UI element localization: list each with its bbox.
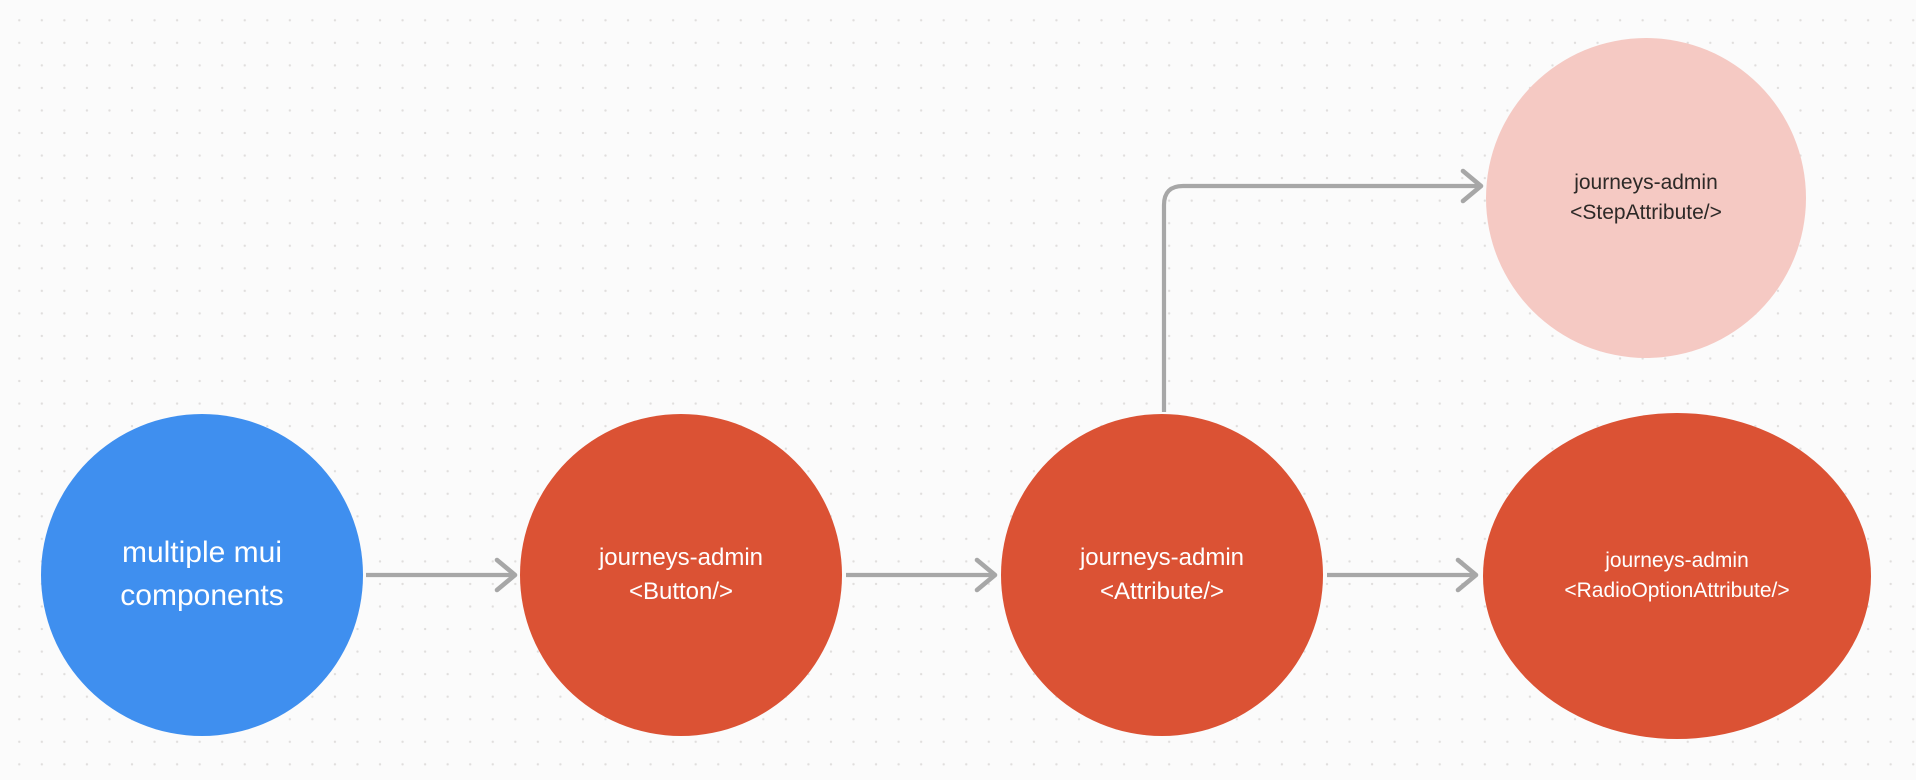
node-label-line2: <Attribute/> <box>1099 578 1225 605</box>
node-label-line2: <StepAttribute/> <box>1570 201 1722 224</box>
node-label-line2: components <box>120 579 284 612</box>
node-label-line1: multiple mui <box>121 536 283 570</box>
node-label-line2: <RadioOptionAttribute/> <box>1564 579 1790 602</box>
node-journeys-admin-stepattribute[interactable]: journeys-admin <StepAttribute/> <box>1486 38 1806 358</box>
node-multiple-mui-components[interactable]: multiple mui components <box>41 414 363 736</box>
edge-attribute-to-radiooption <box>1327 557 1479 593</box>
node-label-line1: journeys-admin <box>598 543 764 571</box>
edge-attribute-to-stepattribute <box>1161 168 1484 412</box>
node-label-line1: journeys-admin <box>1079 543 1245 571</box>
edge-button-to-attribute <box>846 557 998 593</box>
node-journeys-admin-attribute[interactable]: journeys-admin <Attribute/> <box>1001 414 1323 736</box>
edge-mui-to-button <box>366 557 518 593</box>
node-journeys-admin-button[interactable]: journeys-admin <Button/> <box>520 414 842 736</box>
node-label-line2: <Button/> <box>628 578 734 605</box>
node-journeys-admin-radiooptionattribute[interactable]: journeys-admin <RadioOptionAttribute/> <box>1483 413 1871 739</box>
node-label-line1: journeys-admin <box>1605 549 1749 573</box>
node-label-line1: journeys-admin <box>1574 171 1718 195</box>
